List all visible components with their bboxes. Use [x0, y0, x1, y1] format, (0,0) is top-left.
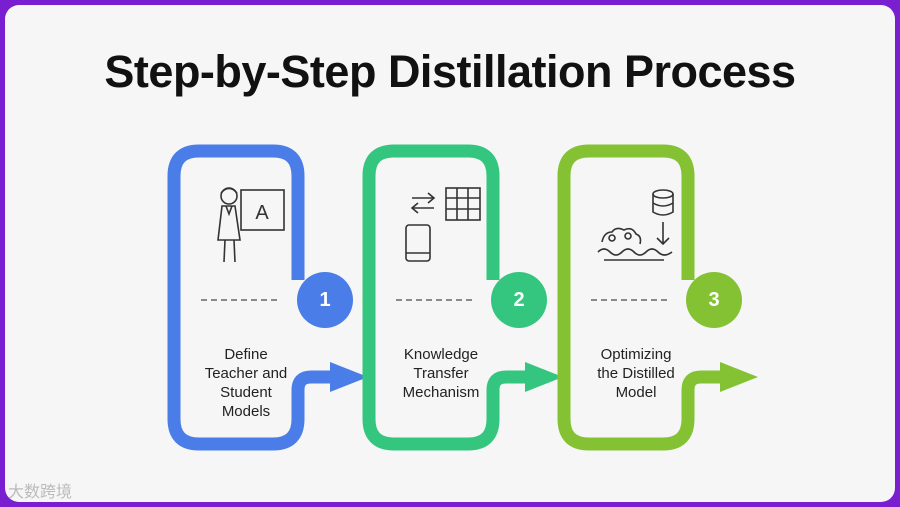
step-2-arrow-icon: [525, 362, 563, 392]
mobile-device-icon: [405, 224, 431, 262]
step-1-badge: [297, 272, 353, 328]
step-3-number: 3: [708, 289, 720, 311]
step-1-arrow-icon: [330, 362, 368, 392]
letter-a-board-icon: A: [240, 189, 285, 231]
step-1-frame: A: [167, 144, 368, 451]
gears-icon: [601, 227, 642, 245]
database-icon: [652, 189, 674, 216]
down-arrow-icon: [656, 222, 670, 246]
page-title: Step-by-Step Distillation Process: [104, 46, 796, 97]
step-1-number: 1: [319, 289, 331, 311]
teacher-icon: [217, 187, 241, 263]
step-3-frame: [557, 144, 758, 451]
exchange-arrows-icon: [410, 192, 436, 214]
svg-text:A: A: [255, 202, 269, 224]
diagram-card: [5, 5, 895, 502]
step-2-label: Knowledge Transfer Mechanism: [402, 346, 480, 401]
watermark: 大数跨境: [8, 482, 73, 501]
step-3-label: Optimizing the Distilled Model: [597, 346, 675, 401]
waves-icon: [597, 248, 673, 261]
step-3-arrow-icon: [720, 362, 758, 392]
step-2-number: 2: [513, 289, 525, 311]
table-grid-icon: [445, 187, 481, 221]
step-3-badge: [686, 272, 742, 328]
step-2-badge: [491, 272, 547, 328]
step-1-label: Define Teacher and Student Models: [204, 346, 288, 420]
step-2-frame: [362, 144, 563, 451]
